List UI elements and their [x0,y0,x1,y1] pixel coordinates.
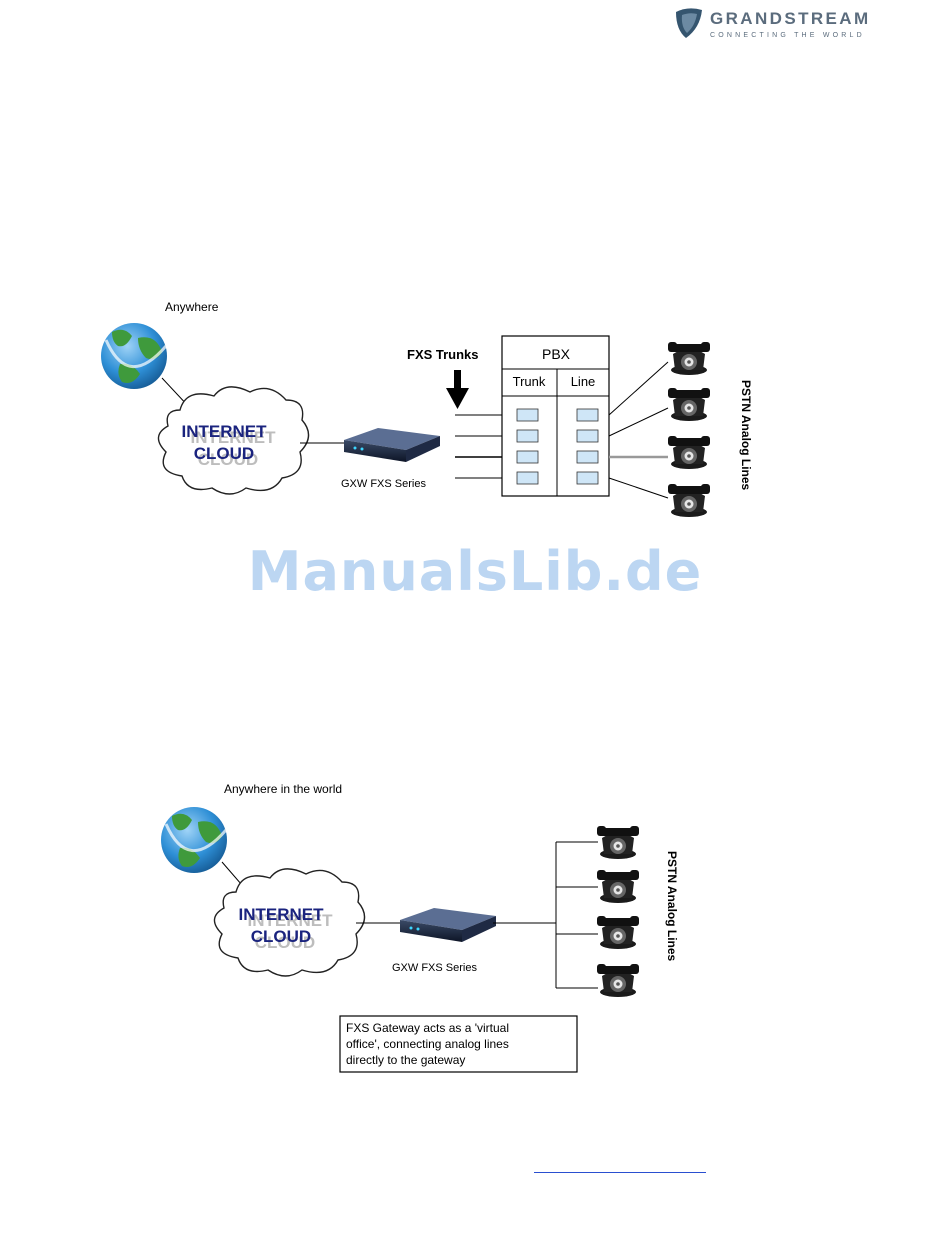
pbx-title: PBX [542,346,571,362]
analog-phone-icon [597,964,639,997]
watermark: ManualsLib.de [247,540,703,603]
note-line-1: FXS Gateway acts as a 'virtual [346,1021,509,1035]
brand-tagline: CONNECTING THE WORLD [710,32,865,39]
analog-phone-icon [668,484,710,517]
cloud-label-shadow-1: INTERNET [191,428,277,447]
internet-cloud-icon [157,386,310,495]
globe-label: Anywhere in the world [224,782,342,796]
note-box [339,1015,578,1073]
analog-phone-icon [597,916,639,949]
down-arrow-icon [446,370,469,409]
globe-icon [161,807,228,873]
gateway-label: GXW FXS Series [392,962,477,974]
pbx-line-ports [576,408,599,485]
gateway-device-icon [400,908,496,942]
note-line-2: office', connecting analog lines [346,1037,509,1051]
cloud-label-line2: CLOUD [251,927,311,946]
globe-icon [101,323,168,389]
cloud-label-shadow-1: INTERNET [248,911,334,930]
analog-phone-icon [597,826,639,859]
fxs-trunks-label: FXS Trunks [407,347,479,362]
footer-link-underline[interactable] [534,1172,706,1173]
gateway-device-icon [344,428,440,462]
note-line-3: directly to the gateway [346,1053,465,1067]
pbx-phone-links [608,361,669,499]
analog-phone-icon [668,436,710,469]
cloud-label-shadow-2: CLOUD [198,450,258,469]
cloud-label-line1: INTERNET [239,905,325,924]
internet-cloud-icon [213,868,366,977]
cloud-label-line2: CLOUD [194,444,254,463]
gateway-label: GXW FXS Series [341,478,426,490]
analog-phone-icon [597,870,639,903]
pstn-lines-label: PSTN Analog Lines [739,380,753,491]
trunk-lines [455,414,502,479]
analog-phone-icon [668,342,710,375]
globe-label: Anywhere [165,300,219,314]
pstn-lines-label: PSTN Analog Lines [665,851,679,962]
pbx-col-line: Line [571,374,596,389]
grandstream-shield-logo-icon [676,8,702,38]
diagram-pbx-trunks: Anywhere INTERNET CLOUD INTERNET CLOUD G… [101,300,753,517]
cloud-label-shadow-2: CLOUD [255,933,315,952]
grandstream-logo: GRANDSTREAM CONNECTING THE WORLD [676,8,871,39]
cloud-label-line1: INTERNET [182,422,268,441]
brand-name: GRANDSTREAM [710,9,871,28]
analog-phone-icon [668,388,710,421]
globe-cloud-link [221,861,249,893]
pbx-trunk-ports [516,408,539,485]
gateway-phone-links [493,841,598,989]
pbx-col-trunk: Trunk [513,374,546,389]
